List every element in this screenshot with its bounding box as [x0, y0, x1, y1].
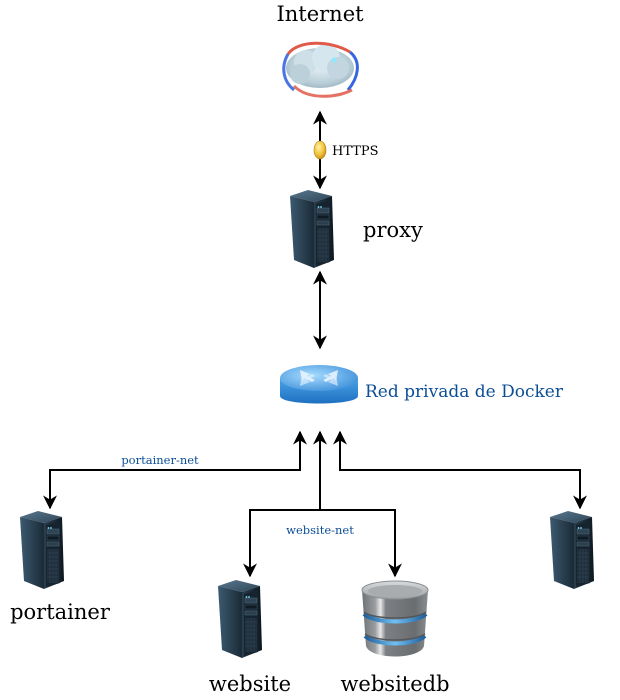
website-net-label: website-net — [286, 523, 354, 537]
websitedb-label: websitedb — [340, 672, 449, 696]
node-docker-network[interactable]: Red privada de Docker — [280, 365, 564, 404]
proxy-label: proxy — [363, 218, 423, 242]
edge-internet-proxy: HTTPS — [313, 110, 379, 190]
server-tower-icon — [217, 579, 263, 659]
right-net-line — [333, 430, 587, 510]
node-internet[interactable]: Internet — [276, 2, 364, 98]
node-portainer[interactable]: portainer — [10, 510, 111, 624]
website-net-right-branch — [320, 509, 402, 578]
docker-network-label: Red privada de Docker — [365, 382, 564, 402]
portainer-net-line — [43, 430, 307, 510]
edge-portainer-net: portainer-net — [43, 430, 307, 510]
node-website[interactable]: website — [209, 579, 291, 696]
lock-coin-icon — [313, 140, 327, 160]
server-tower-icon — [549, 510, 595, 590]
website-net-left-branch — [243, 509, 320, 578]
internet-label: Internet — [276, 2, 364, 26]
website-label: website — [209, 672, 291, 696]
https-label: HTTPS — [332, 144, 379, 159]
portainer-net-label: portainer-net — [121, 453, 199, 467]
portainer-label: portainer — [10, 600, 111, 624]
cloud-globe-icon — [282, 41, 359, 98]
edge-right-net — [333, 430, 587, 510]
server-tower-icon — [19, 510, 65, 590]
edge-website-net: website-net — [243, 430, 402, 578]
database-icon — [361, 580, 429, 657]
server-tower-icon — [289, 189, 335, 269]
node-websitedb[interactable]: websitedb — [340, 580, 450, 696]
node-unnamed-server[interactable] — [549, 510, 595, 590]
router-icon — [280, 365, 358, 404]
node-proxy[interactable]: proxy — [289, 189, 423, 269]
